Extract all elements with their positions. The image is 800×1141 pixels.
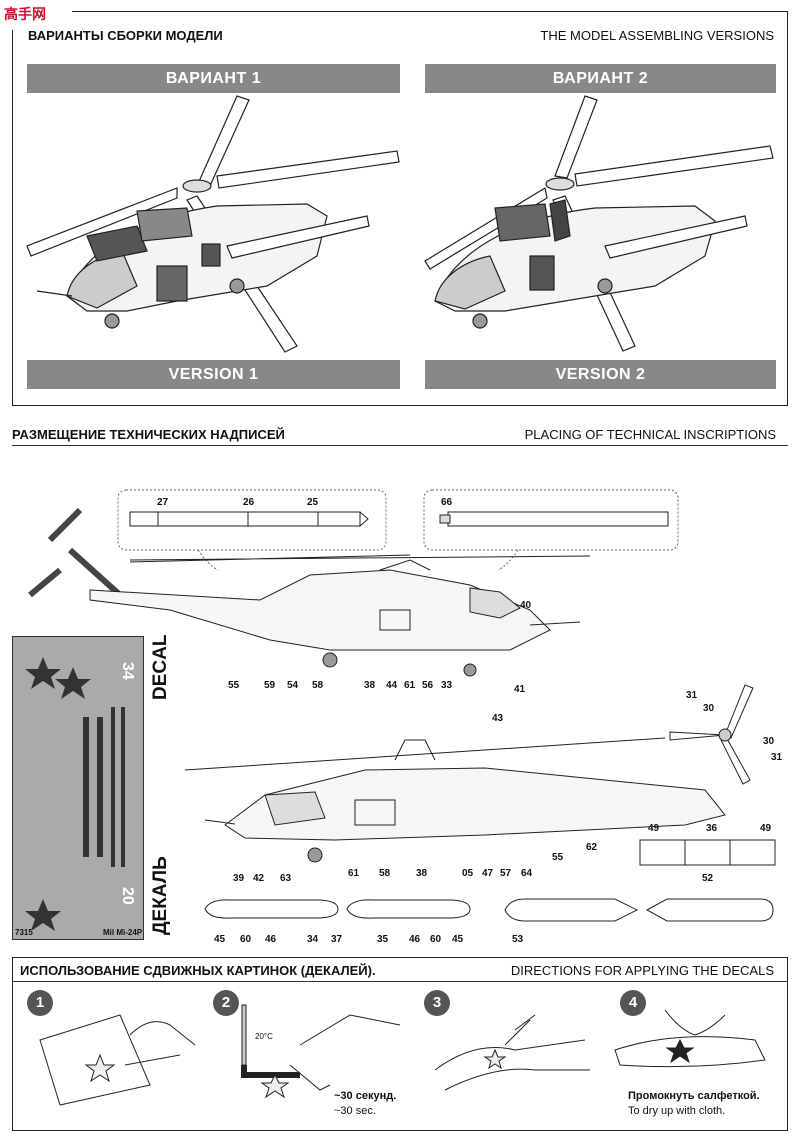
watermark-logo: 高手网 bbox=[4, 4, 72, 30]
callout-34: 34 bbox=[307, 934, 319, 945]
rotor-blade-detail bbox=[117, 489, 679, 571]
step-4-caption-en: To dry up with cloth. bbox=[628, 1105, 726, 1117]
callout-61: 61 bbox=[404, 680, 416, 691]
decal-sheet-model: Mil Mi-24P bbox=[103, 928, 143, 937]
callout-40: 40 bbox=[520, 600, 532, 611]
step-4-illustration bbox=[614, 1009, 766, 1068]
pylon-left-detail bbox=[204, 899, 339, 919]
callout-27: 27 bbox=[157, 497, 169, 508]
callout-57: 57 bbox=[500, 868, 512, 879]
callout-41: 41 bbox=[514, 684, 526, 695]
step-1-badge: 1 bbox=[27, 990, 53, 1016]
callout-46: 46 bbox=[265, 934, 277, 945]
callout-64: 64 bbox=[521, 868, 533, 879]
directions-title-en: DIRECTIONS FOR APPLYING THE DECALS bbox=[510, 963, 774, 978]
callout-62: 62 bbox=[586, 842, 598, 853]
callout-26: 26 bbox=[243, 497, 255, 508]
callout-55: 55 bbox=[228, 680, 240, 691]
version-2-bar: VERSION 2 bbox=[425, 360, 776, 389]
version-1-bar: VERSION 1 bbox=[27, 360, 400, 389]
tail-rotor-detail bbox=[669, 684, 754, 785]
callout-45-b: 45 bbox=[452, 934, 464, 945]
step-1-illustration bbox=[39, 1014, 196, 1106]
callout-42: 42 bbox=[253, 873, 265, 884]
step-2-badge: 2 bbox=[213, 990, 239, 1016]
callout-60: 60 bbox=[240, 934, 252, 945]
callout-56: 56 bbox=[422, 680, 434, 691]
callout-31-b: 31 bbox=[771, 752, 783, 763]
callout-55-b: 55 bbox=[552, 852, 564, 863]
callout-31: 31 bbox=[686, 690, 698, 701]
svg-text:20: 20 bbox=[119, 887, 136, 905]
variant-1-bar: ВАРИАНТ 1 bbox=[27, 64, 400, 93]
callout-44: 44 bbox=[386, 680, 398, 691]
callout-58-b: 58 bbox=[379, 868, 391, 879]
callout-53: 53 bbox=[512, 934, 524, 945]
stub-wing-detail bbox=[639, 839, 776, 866]
step-2-illustration bbox=[241, 1004, 401, 1099]
helicopter-side-view-upper bbox=[28, 507, 591, 677]
step-4-badge: 4 bbox=[620, 990, 646, 1016]
callout-49-b: 49 bbox=[760, 823, 772, 834]
callout-49: 49 bbox=[648, 823, 660, 834]
variant-2-bar: ВАРИАНТ 2 bbox=[425, 64, 776, 93]
inscriptions-title-en: PLACING OF TECHNICAL INSCRIPTIONS bbox=[524, 427, 776, 442]
callout-60-b: 60 bbox=[430, 934, 442, 945]
callout-38: 38 bbox=[364, 680, 376, 691]
step-3-badge: 3 bbox=[424, 990, 450, 1016]
inscriptions-title-ru: РАЗМЕЩЕНИЕ ТЕХНИЧЕСКИХ НАДПИСЕЙ bbox=[12, 427, 285, 442]
callout-33: 33 bbox=[441, 680, 453, 691]
directions-frame bbox=[12, 957, 788, 1131]
callout-30: 30 bbox=[703, 703, 715, 714]
step-2-caption-en: ~30 sec. bbox=[334, 1105, 376, 1117]
callout-52: 52 bbox=[702, 873, 714, 884]
callout-47: 47 bbox=[482, 868, 494, 879]
callout-37: 37 bbox=[331, 934, 343, 945]
callout-58: 58 bbox=[312, 680, 324, 691]
callout-46-b: 46 bbox=[409, 934, 421, 945]
callout-43: 43 bbox=[492, 713, 504, 724]
watermark-text: 高手网 bbox=[4, 6, 46, 22]
step-2-temperature: 20°C bbox=[255, 1032, 273, 1041]
callout-66: 66 bbox=[441, 497, 453, 508]
helicopter-version-2-illustration bbox=[424, 95, 774, 352]
callout-05: 05 bbox=[462, 868, 474, 879]
callout-61-b: 61 bbox=[348, 868, 360, 879]
directions-rule bbox=[12, 981, 788, 982]
decal-sheet-code: 7315 bbox=[15, 928, 33, 937]
versions-title-en: THE MODEL ASSEMBLING VERSIONS bbox=[540, 28, 774, 43]
callout-36: 36 bbox=[706, 823, 718, 834]
helicopter-version-1-illustration bbox=[26, 95, 400, 353]
callout-63: 63 bbox=[280, 873, 292, 884]
svg-text:34: 34 bbox=[119, 662, 136, 680]
callout-35: 35 bbox=[377, 934, 389, 945]
callout-54: 54 bbox=[287, 680, 299, 691]
pylon-right-detail bbox=[346, 899, 471, 919]
inscriptions-rule bbox=[12, 445, 788, 446]
step-4-caption-ru: Промокнуть салфеткой. bbox=[628, 1090, 760, 1102]
directions-title-ru: ИСПОЛЬЗОВАНИЕ СДВИЖНЫХ КАРТИНОК (ДЕКАЛЕЙ… bbox=[20, 963, 376, 978]
helicopter-side-view-lower bbox=[184, 737, 726, 863]
fuel-tank-detail bbox=[504, 898, 774, 922]
decal-label-en: DECAL bbox=[150, 634, 171, 700]
callout-25: 25 bbox=[307, 497, 319, 508]
step-3-illustration bbox=[434, 1014, 590, 1091]
decal-sheet: 34 20 7315 Mil Mi-24P bbox=[12, 636, 144, 940]
callout-45: 45 bbox=[214, 934, 226, 945]
versions-frame bbox=[12, 11, 788, 406]
decal-label-ru: ДЕКАЛЬ bbox=[150, 856, 171, 935]
step-2-caption-ru: ~30 секунд. bbox=[334, 1090, 397, 1102]
callout-59: 59 bbox=[264, 680, 276, 691]
callout-30-b: 30 bbox=[763, 736, 775, 747]
callout-39: 39 bbox=[233, 873, 245, 884]
versions-title-ru: ВАРИАНТЫ СБОРКИ МОДЕЛИ bbox=[28, 28, 223, 43]
callout-38-b: 38 bbox=[416, 868, 428, 879]
